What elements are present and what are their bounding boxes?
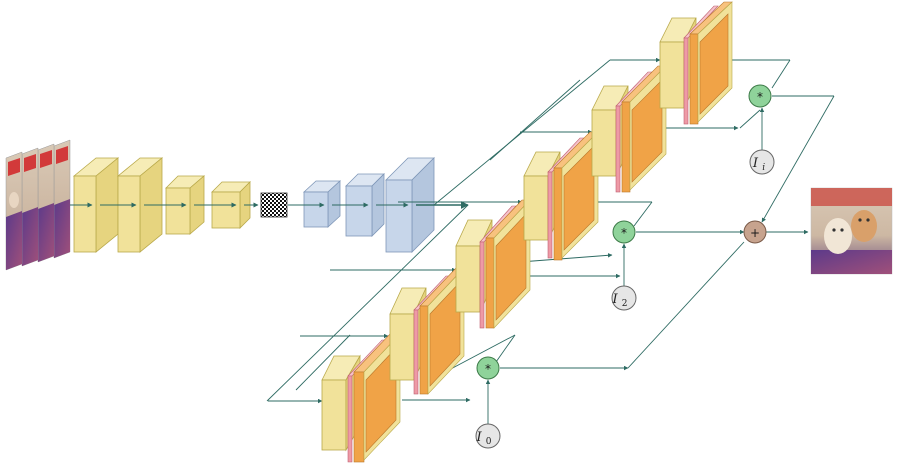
blend-node: + (743, 220, 767, 244)
fusion-operator-i: * (757, 90, 763, 104)
decoder-block-orange (419, 267, 465, 395)
decoder-branch-3 (523, 131, 599, 261)
decoder-branch-1 (389, 267, 465, 395)
decoder-branch-5 (659, 1, 733, 125)
fusion-node-i: * (748, 84, 772, 108)
svg-text:I 2: I 2 (611, 292, 627, 309)
input-node-0: I 0 (475, 423, 501, 449)
input-image-stack (5, 139, 71, 271)
input-node-2-subscript: 2 (622, 299, 628, 309)
decoder-block-orange (689, 1, 733, 125)
fusion-node-0: * (476, 356, 500, 380)
input-node-0-label: I (475, 430, 482, 445)
bottleneck-checkerboard (260, 192, 288, 218)
input-node-2-label: I (611, 292, 618, 307)
encoder-block (165, 175, 206, 235)
fusion-node-2: * (612, 220, 636, 244)
decoder-block-red (547, 137, 585, 259)
svg-text:I i: I i (752, 156, 765, 173)
input-image-frame (5, 151, 23, 271)
input-node-2: I 2 (611, 285, 637, 311)
input-node-0-subscript: 0 (486, 437, 492, 447)
fusion-operator-0: * (485, 362, 491, 376)
decoder-block-orange (621, 65, 667, 193)
decoder-block-red (683, 5, 719, 125)
decoder-branch-0 (321, 333, 401, 463)
cat-icon (824, 218, 852, 254)
decoder-branch-4 (591, 65, 667, 193)
blend-operator: + (750, 226, 760, 240)
input-image-frame (21, 147, 39, 267)
encoder-block (72, 157, 120, 253)
fusion-operator-2: * (621, 226, 627, 240)
svg-text:I 0: I 0 (475, 430, 491, 447)
decoder-block-orange (553, 131, 599, 261)
input-image-frame (53, 139, 71, 259)
input-node-i-label: I (752, 156, 759, 171)
input-image-frame (37, 143, 55, 263)
decoder-branch-2 (455, 199, 531, 329)
input-node-i: I i (749, 149, 775, 175)
input-node-i-subscript: i (762, 163, 765, 173)
output-image (810, 187, 893, 275)
decoder-block-orange (485, 199, 531, 329)
latent-block (302, 180, 342, 228)
